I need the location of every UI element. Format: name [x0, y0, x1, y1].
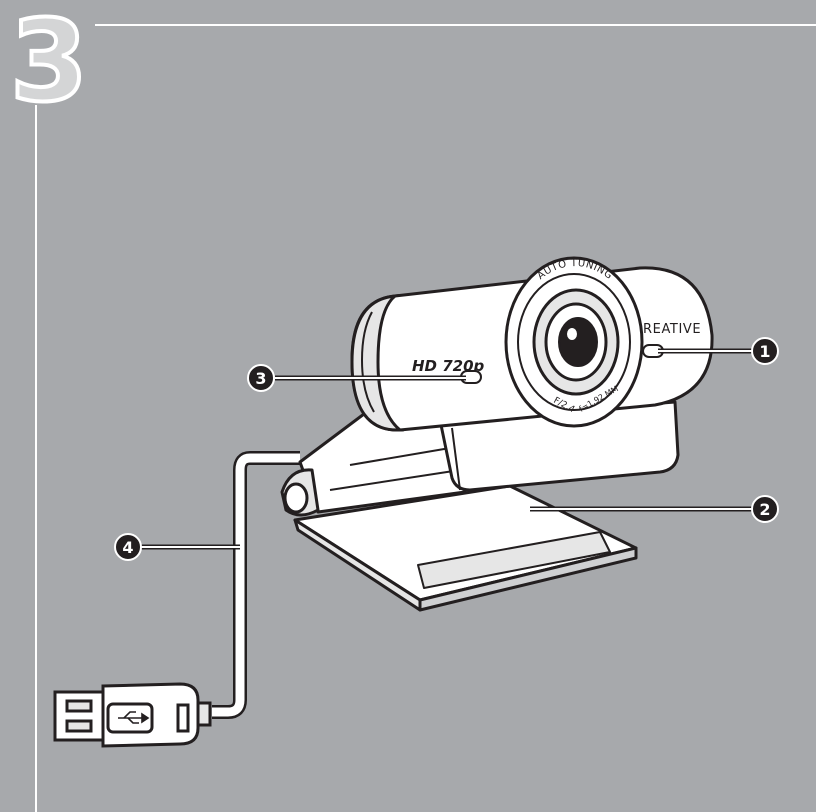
callout-label-2: 2 [759, 500, 770, 519]
usb-cable [212, 451, 300, 719]
callout-3: 3 [247, 364, 466, 392]
callout-2: 2 [530, 495, 779, 523]
callout-4: 4 [114, 533, 240, 561]
step-number: 3 [10, 0, 88, 127]
callout-1: 1 [658, 337, 779, 365]
webcam-stand [280, 400, 680, 612]
lens-assembly [504, 256, 644, 428]
callout-label-1: 1 [759, 342, 770, 361]
usb-symbol-icon [118, 711, 150, 724]
usb-plug [53, 682, 212, 748]
callout-label-4: 4 [122, 538, 133, 557]
callout-label-3: 3 [255, 369, 266, 388]
brand-logo: REATIVE [643, 322, 701, 337]
